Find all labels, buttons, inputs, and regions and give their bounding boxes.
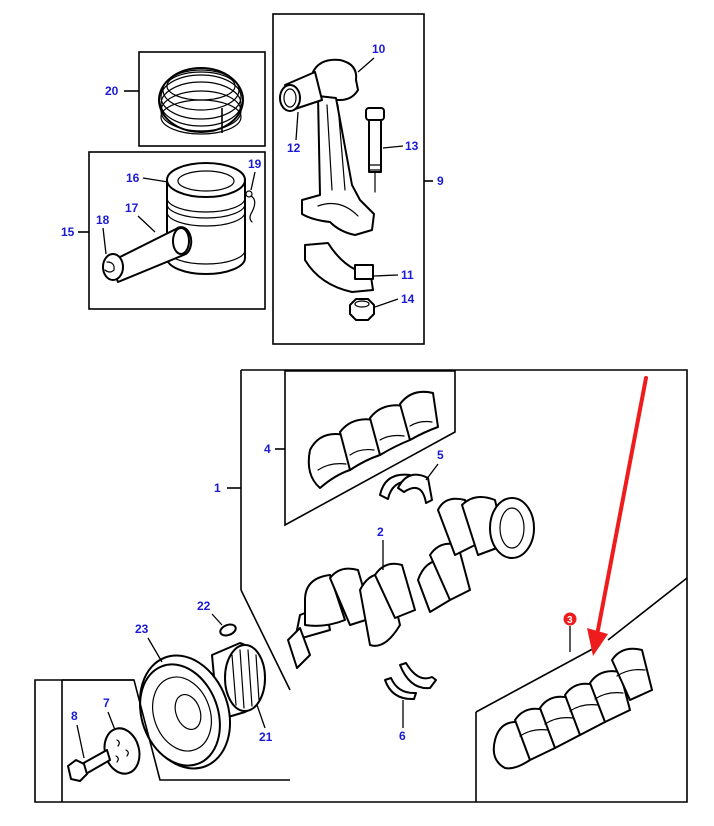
callout-6[interactable]: 6: [399, 729, 406, 743]
callout-18[interactable]: 18: [96, 213, 110, 227]
callout-15[interactable]: 15: [61, 225, 75, 239]
callout-1[interactable]: 1: [214, 481, 221, 495]
thrust-washers-lower: [384, 662, 437, 701]
nut: [349, 298, 375, 321]
callout-9[interactable]: 9: [437, 174, 444, 188]
callout-7[interactable]: 7: [103, 696, 110, 710]
callout-4[interactable]: 4: [264, 442, 271, 456]
circlip-19: [245, 190, 256, 223]
callout-13[interactable]: 13: [405, 139, 419, 153]
callout-5[interactable]: 5: [437, 448, 444, 462]
callout-19[interactable]: 19: [248, 157, 262, 171]
piston-ring-box: 20: [105, 51, 266, 147]
callout-21[interactable]: 21: [259, 730, 273, 744]
callout-2[interactable]: 2: [377, 525, 384, 539]
highlight-badge: [563, 612, 577, 626]
main-bearings: [492, 647, 653, 770]
key: [219, 623, 237, 637]
callout-17[interactable]: 17: [125, 201, 139, 215]
callout-23[interactable]: 23: [135, 622, 149, 636]
small-end-bush: [279, 71, 323, 112]
callout-14[interactable]: 14: [401, 292, 415, 306]
bolt-washer-box: [61, 679, 290, 802]
callout-3[interactable]: 3: [567, 615, 573, 626]
gudgeon-pin: [109, 226, 193, 283]
callout-12[interactable]: 12: [287, 141, 301, 155]
big-end-bearings: [307, 390, 439, 489]
bolt: [67, 749, 111, 782]
highlight-arrow: [587, 376, 648, 656]
callout-20[interactable]: 20: [105, 84, 119, 98]
piston-rings: [158, 67, 244, 135]
callout-11[interactable]: 11: [401, 268, 414, 282]
crankshaft-group-box: 1: [34, 369, 688, 803]
callout-22[interactable]: 22: [197, 599, 211, 613]
pulley: [138, 654, 232, 770]
connecting-rod-bolt: [365, 107, 385, 193]
crankshaft: [287, 495, 535, 669]
main-bearing-box: 3: [475, 577, 688, 802]
thrust-washers-upper: [379, 473, 433, 504]
circlip-18: [102, 253, 124, 281]
connecting-rod-cap: [304, 242, 374, 293]
piston-box: 15 16 17 18 19: [61, 151, 266, 310]
callout-10[interactable]: 10: [372, 42, 386, 56]
callout-8[interactable]: 8: [71, 709, 78, 723]
big-end-bearing-box: 4: [264, 370, 456, 527]
callout-16[interactable]: 16: [126, 171, 140, 185]
connecting-rod-box: 9 10 12: [272, 13, 444, 345]
connecting-rod: [301, 58, 375, 236]
